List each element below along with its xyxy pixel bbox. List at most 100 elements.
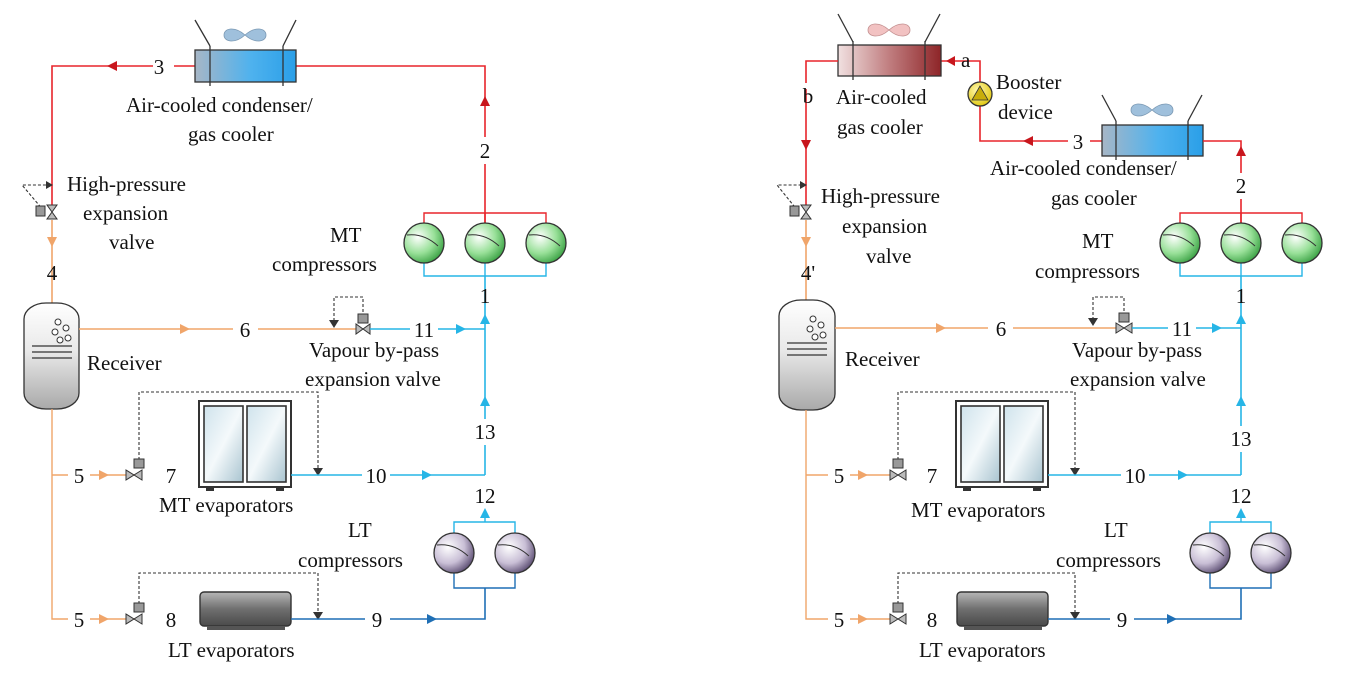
gas-cooler — [837, 13, 942, 80]
flow-arrow-2 — [1236, 146, 1246, 156]
flow-arrow-11 — [456, 324, 466, 334]
flow-arrow-a — [946, 56, 955, 66]
gas-cooler-label-line2: gas cooler — [837, 115, 923, 139]
booster-label: Booster — [996, 70, 1061, 94]
condenser-label: Air-cooled condenser/ — [990, 156, 1177, 180]
state-3: 3 — [154, 55, 165, 79]
flow-arrow-6 — [936, 323, 946, 333]
flow-arrow-11 — [1212, 323, 1222, 333]
flow-arrow-5-lt — [99, 614, 109, 624]
state-7: 7 — [166, 464, 177, 488]
mt-compressors-label-line2: compressors — [272, 252, 377, 276]
mt-compressors — [1159, 212, 1323, 277]
bypass-label-line2: expansion valve — [1070, 367, 1206, 391]
state-9: 9 — [372, 608, 383, 632]
flow-arrow-5-lt — [858, 614, 868, 624]
state-5-mt: 5 — [834, 464, 845, 488]
flow-arrow-9 — [1167, 614, 1177, 624]
mt-compressors-label: MT — [330, 223, 362, 247]
fan-icon — [867, 23, 911, 37]
state-2: 2 — [1236, 174, 1247, 198]
lt-expansion-valve — [125, 572, 323, 625]
state-3: 3 — [1073, 130, 1084, 154]
state-5-lt: 5 — [834, 608, 845, 632]
receiver — [778, 299, 836, 411]
flow-arrow-5-mt — [99, 470, 109, 480]
hp-line-left — [51, 65, 195, 207]
state-10: 10 — [366, 464, 387, 488]
flow-arrow-b — [801, 140, 811, 150]
lt-line-9 — [291, 588, 486, 620]
bypass-label: Vapour by-pass — [1072, 338, 1202, 362]
state-b: b — [803, 84, 814, 108]
lt-compressors-label-line2: compressors — [298, 548, 403, 572]
high-pressure-expansion-valve — [20, 181, 58, 220]
lt-expansion-valve — [889, 572, 1080, 625]
lt-compressors-label-line2: compressors — [1056, 548, 1161, 572]
booster-device — [967, 81, 993, 107]
lt-evaporators-label: LT evaporators — [919, 638, 1046, 662]
lt-compressors — [1189, 508, 1292, 589]
condenser-label: Air-cooled condenser/ — [126, 93, 313, 117]
liquid-feed-line — [51, 409, 135, 620]
state-5-lt: 5 — [74, 608, 85, 632]
mt-display-case — [955, 400, 1049, 491]
hpv-label: High-pressure — [821, 184, 940, 208]
lt-evaporators-label: LT evaporators — [168, 638, 295, 662]
receiver — [23, 302, 80, 410]
hp-line-b — [805, 60, 838, 207]
lt-compressors — [433, 508, 536, 589]
receiver-label: Receiver — [87, 351, 162, 375]
hpv-label: High-pressure — [67, 172, 186, 196]
mt-compressors — [403, 212, 567, 277]
flow-arrow-1 — [1236, 314, 1246, 324]
fan-icon — [1130, 103, 1174, 117]
state-13: 13 — [1231, 427, 1252, 451]
hpv-label-line3: valve — [109, 230, 154, 254]
lt-display-case — [956, 591, 1049, 630]
flow-arrow-2 — [480, 96, 490, 106]
state-12: 12 — [475, 484, 496, 508]
booster-label-line2: device — [998, 100, 1053, 124]
condenser-label-line2: gas cooler — [1051, 186, 1137, 210]
state-4-prime: 4' — [801, 261, 815, 285]
mt-expansion-valve — [125, 391, 323, 481]
mt-display-case — [198, 400, 292, 491]
state-9: 9 — [1117, 608, 1128, 632]
receiver-label: Receiver — [845, 347, 920, 371]
state-2: 2 — [480, 139, 491, 163]
bypass-label: Vapour by-pass — [309, 338, 439, 362]
gas-cooler-label: Air-cooled — [836, 85, 927, 109]
hp-line-top — [296, 65, 486, 233]
flow-arrow-1 — [480, 314, 490, 324]
vapour-bypass-valve — [1088, 296, 1133, 334]
state-6: 6 — [996, 317, 1007, 341]
hpv-label-line2: expansion — [83, 201, 169, 225]
flow-arrow-9 — [427, 614, 437, 624]
flow-arrow-13 — [1236, 396, 1246, 406]
lt-display-case — [199, 591, 292, 630]
flow-arrow-10 — [422, 470, 432, 480]
vapour-bypass-valve — [329, 296, 371, 335]
state-13: 13 — [475, 420, 496, 444]
flow-arrow-6 — [180, 324, 190, 334]
state-8: 8 — [166, 608, 177, 632]
condenser-gas-cooler — [194, 19, 297, 86]
mt-compressors-label: MT — [1082, 229, 1114, 253]
mt-evaporators-label: MT evaporators — [911, 498, 1045, 522]
hp-line-2 — [1203, 140, 1242, 233]
condenser-gas-cooler — [1101, 94, 1204, 160]
liquid-feed-line — [805, 410, 891, 620]
state-1: 1 — [1236, 284, 1247, 308]
state-10: 10 — [1125, 464, 1146, 488]
state-5-mt: 5 — [74, 464, 85, 488]
mt-compressors-label-line2: compressors — [1035, 259, 1140, 283]
state-12: 12 — [1231, 484, 1252, 508]
flow-arrow-5-mt — [858, 470, 868, 480]
mt-expansion-valve — [889, 391, 1080, 481]
bypass-label-line2: expansion valve — [305, 367, 441, 391]
high-pressure-expansion-valve — [775, 181, 812, 220]
state-4: 4 — [47, 261, 58, 285]
flow-arrow-13 — [480, 396, 490, 406]
